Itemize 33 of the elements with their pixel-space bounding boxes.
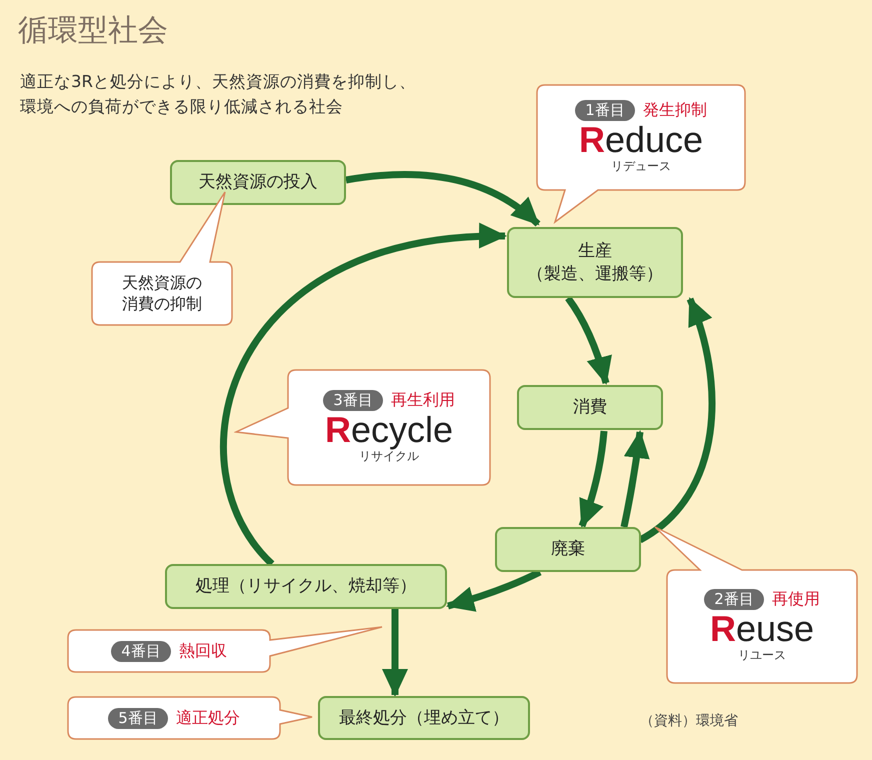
title: 循環型社会 [18,12,168,50]
rank-badge: 2番目 [704,588,764,610]
term: Reuse [710,610,814,648]
box-label: 最終処分（埋め立て） [339,706,509,730]
term: Recycle [324,410,454,448]
box-label: （製造、運搬等） [527,262,663,285]
rank-badge: 4番目 [111,640,171,662]
box-label: 廃棄 [551,538,585,561]
arrow [578,430,608,528]
term: Reduce [578,120,704,158]
arrow [382,609,408,697]
arrow [220,224,507,566]
box-label: 生産 [578,240,612,262]
subtitle: 適正な3Rと処分により、天然資源の消費を抑制し、環境への負荷ができる限り低減される社会 [20,71,417,118]
heading: 適正処分 [176,708,240,728]
callout-text: 天然資源の消費の抑制 [122,272,202,314]
heading: 発生抑制 [642,100,707,121]
heading: 再使用 [772,588,820,610]
box-label: 消費 [573,396,607,419]
rank-badge: 3番目 [323,390,383,411]
rank-badge: 1番目 [575,100,635,121]
arrow [620,430,650,528]
reading: リユース [738,647,786,664]
box-label: 天然資源の投入 [198,171,318,194]
source-note: （資料）環境省 [640,712,738,730]
heading: 再生利用 [390,390,455,411]
rank-badge: 5番目 [108,708,168,728]
arrow [565,296,612,385]
heading: 熱回収 [178,640,227,662]
reading: リサイクル [359,449,419,466]
box-label: 処理（リサイクル、焼却等） [196,575,416,598]
arrow [345,171,540,227]
reading: リデュース [611,158,671,176]
